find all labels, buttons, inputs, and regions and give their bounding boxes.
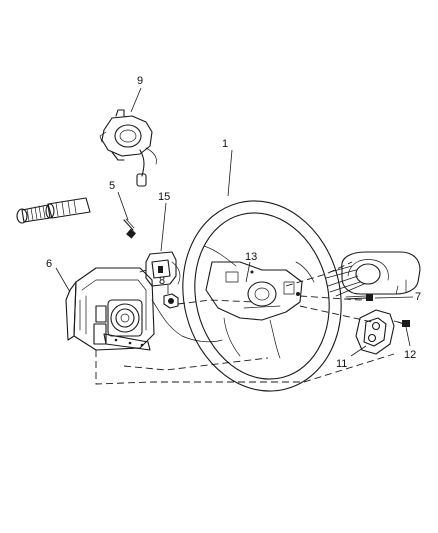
callout-5: 5 bbox=[109, 180, 115, 192]
callout-9: 9 bbox=[137, 75, 143, 87]
callout-11: 11 bbox=[336, 358, 347, 370]
airbag-module bbox=[65, 267, 223, 351]
speed-control-switch bbox=[139, 251, 181, 287]
screw-5 bbox=[123, 218, 136, 239]
callout-labels: 1 9 5 15 6 8 13 7 11 12 bbox=[46, 75, 421, 370]
callout-1: 1 bbox=[222, 138, 228, 150]
callout-8: 8 bbox=[159, 275, 165, 287]
screw-12 bbox=[393, 320, 410, 327]
callout-7: 7 bbox=[415, 291, 421, 303]
dashed-assembly-lines bbox=[95, 261, 395, 385]
clock-spring bbox=[99, 109, 157, 187]
callout-13: 13 bbox=[245, 251, 257, 263]
callout-leaders bbox=[55, 87, 414, 357]
column-shroud bbox=[325, 251, 421, 297]
callout-6: 6 bbox=[46, 258, 52, 270]
cruise-switch-bezel bbox=[355, 309, 395, 355]
screw-7 bbox=[345, 294, 373, 301]
steering-column-shaft bbox=[16, 197, 91, 224]
nut-8 bbox=[163, 293, 179, 309]
callout-12: 12 bbox=[404, 349, 416, 361]
steering-wheel bbox=[182, 200, 342, 392]
callout-15: 15 bbox=[158, 191, 170, 203]
